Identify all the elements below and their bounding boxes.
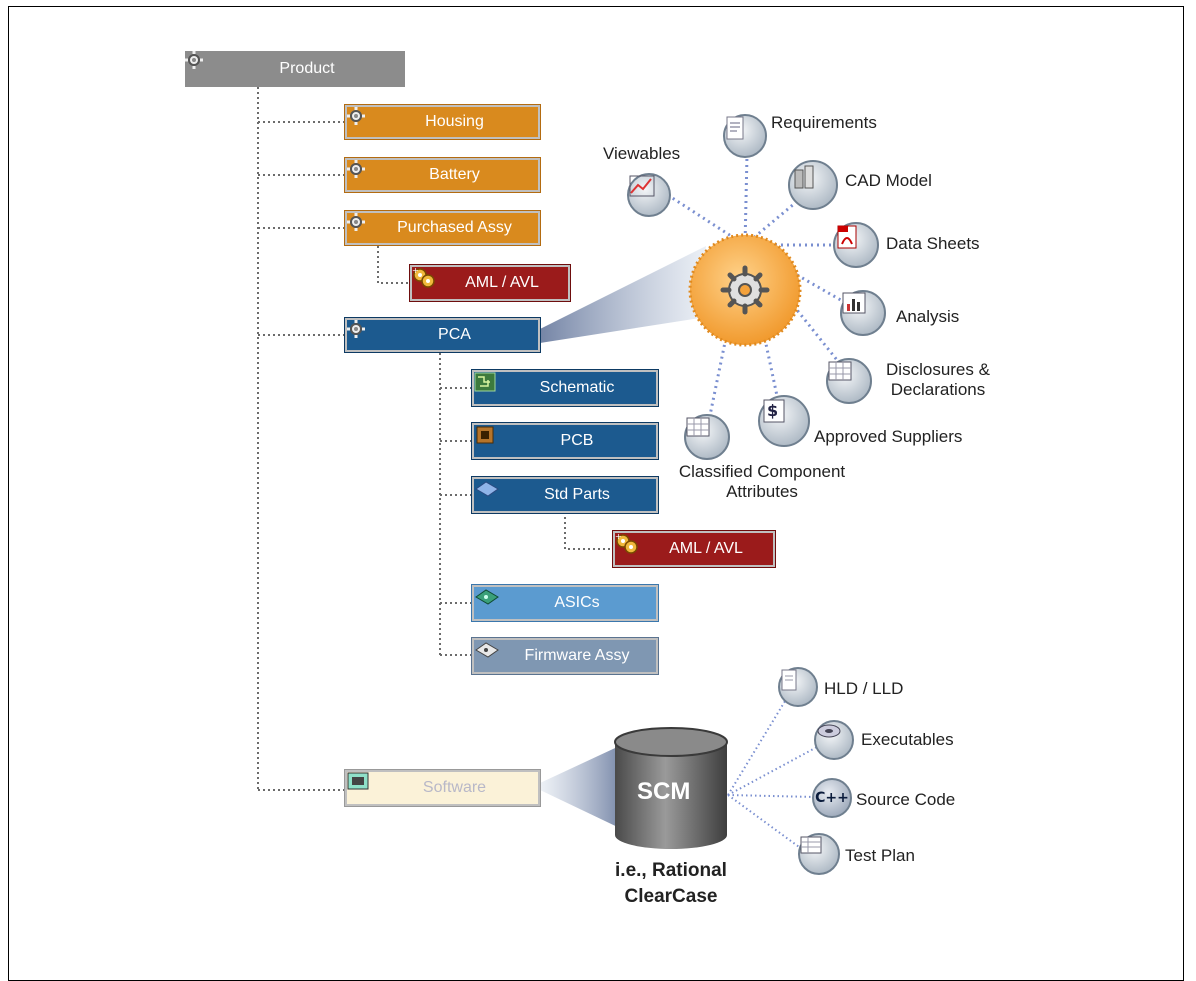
node-pcb[interactable]: PCB [471,422,659,460]
node-firmware-assy[interactable]: Firmware Assy [471,637,659,675]
schematic-icon [474,372,510,399]
node-label: PCB [560,432,594,449]
node-label: Std Parts [544,486,610,503]
scm-label: SCM [637,778,691,805]
pdf-icon [833,222,879,268]
label-approved-suppliers: Approved Suppliers [814,427,963,446]
requirements-icon [723,114,767,158]
software-beam [540,742,628,832]
label-disclosures-line1: Disclosures & [886,360,990,379]
disclosures-icon [826,358,872,404]
node-label: Product [279,60,335,77]
cpp-icon-text: C++ [815,790,849,806]
approved-suppliers-icon: $ [758,395,810,447]
gear-icon [185,51,221,80]
scm-caption-line2: ClearCase [624,886,718,907]
multi-gear-icon: + [615,533,651,560]
analysis-icon [840,290,886,336]
label-viewables: Viewables [603,144,681,163]
executables-icon [814,720,854,760]
hld-lld-icon [778,667,818,707]
svg-text:$: $ [767,401,778,420]
label-disclosures: Disclosures & Declarations [873,360,1003,400]
chip-icon [475,589,510,614]
label-data-sheets: Data Sheets [886,234,980,253]
scm-caption: i.e., Rational ClearCase [585,858,757,910]
label-classified-line1: Classified Component [678,462,846,481]
node-software[interactable]: Software [344,769,541,807]
label-classified-component: Classified Component Attributes [657,462,867,502]
classified-component-icon [684,414,730,460]
gear-icon [347,107,383,133]
svg-text:+: + [412,267,419,275]
cad-model-icon [788,160,838,210]
pcb-icon [476,426,510,452]
label-disclosures-line2: Declarations [890,380,986,399]
node-label: AML / AVL [465,274,539,291]
node-label: Firmware Assy [524,647,630,664]
chip-icon [475,642,510,667]
node-battery[interactable]: Battery [344,157,541,193]
gear-icon [347,213,383,239]
pca-beam [540,246,706,343]
label-analysis: Analysis [896,307,960,326]
node-label: Purchased Assy [397,219,512,236]
tree-connectors [257,87,613,791]
node-std-parts[interactable]: Std Parts [471,476,659,514]
test-plan-icon [798,833,840,875]
node-pca[interactable]: PCA [344,317,541,353]
label-requirements: Requirements [771,113,877,132]
node-label: PCA [438,326,471,343]
gear-icon [347,160,383,186]
node-label: ASICs [554,594,600,611]
node-label: Software [422,779,487,796]
software-icon [347,772,383,799]
label-classified-line2: Attributes [726,482,798,501]
node-aml-avl-1[interactable]: + AML / AVL [409,264,571,302]
node-schematic[interactable]: Schematic [471,369,659,407]
multi-gear-icon: + [412,267,448,294]
node-label: AML / AVL [669,540,743,557]
node-label: Schematic [539,379,615,396]
gear-icon [347,320,383,346]
node-asics[interactable]: ASICs [471,584,659,622]
chip-icon [475,481,510,506]
label-test-plan: Test Plan [845,846,915,865]
node-product[interactable]: Product [185,51,405,87]
node-label: Housing [425,113,484,130]
node-aml-avl-2[interactable]: + AML / AVL [612,530,776,568]
label-executables: Executables [861,730,954,749]
hub-gear-icon [720,265,770,315]
svg-text:+: + [615,533,622,541]
scm-caption-line1: i.e., Rational [615,860,727,881]
viewables-icon [627,173,671,217]
scm-database-icon [614,727,728,849]
node-housing[interactable]: Housing [344,104,541,140]
cpp-icon: C++ [812,778,852,818]
scm-connectors [727,687,831,856]
label-source-code: Source Code [856,790,956,809]
label-hld-lld: HLD / LLD [824,679,904,698]
node-label: Battery [429,166,480,183]
label-cad-model: CAD Model [845,171,932,190]
node-purchased-assy[interactable]: Purchased Assy [344,210,541,246]
